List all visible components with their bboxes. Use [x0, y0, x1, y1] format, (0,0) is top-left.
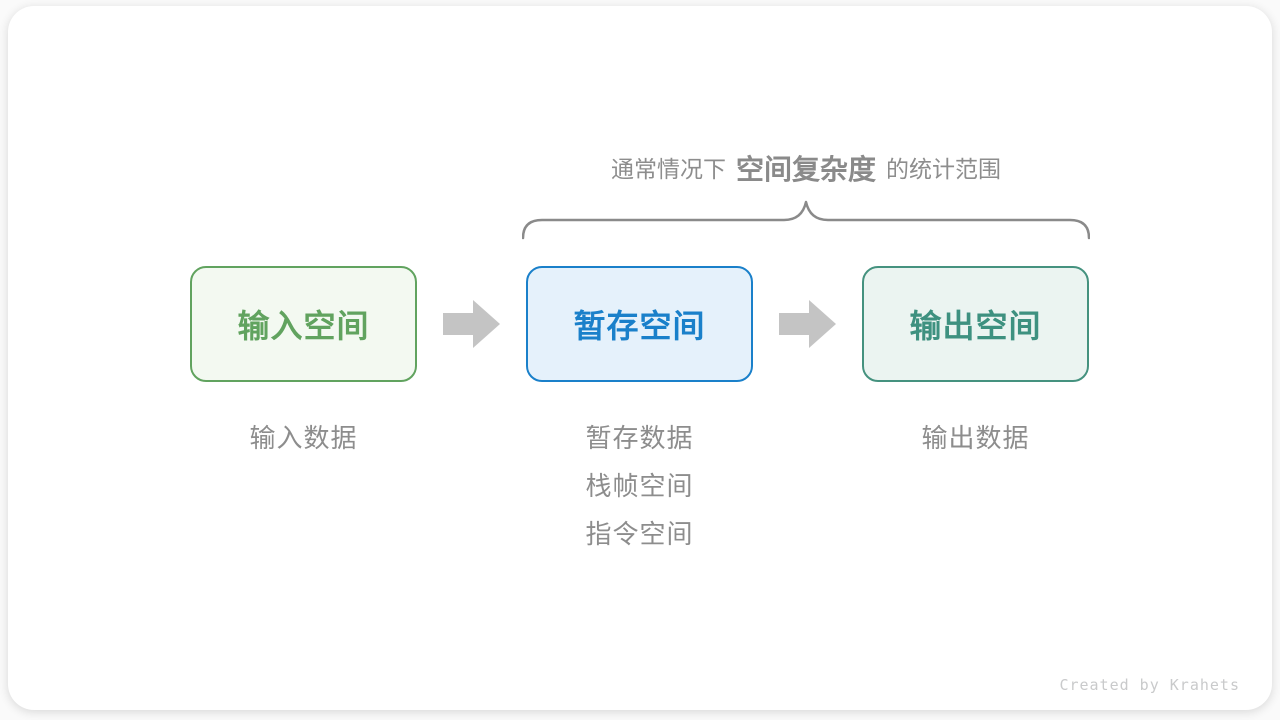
- output-space-box: 输出空间: [862, 266, 1089, 382]
- annotation-line: 指令空间: [585, 519, 694, 549]
- output-space-annotation: 输出数据: [862, 414, 1089, 462]
- diagram-title: 通常情况下空间复杂度的统计范围: [522, 148, 1090, 188]
- annotation-line: 栈帧空间: [585, 471, 694, 501]
- title-suffix: 的统计范围: [886, 156, 1001, 182]
- output-space-label: 输出空间: [909, 308, 1042, 344]
- annotation-line: 输出数据: [921, 423, 1030, 453]
- credit-text: Created by Krahets: [1059, 676, 1240, 694]
- title-highlight: 空间复杂度: [735, 154, 876, 185]
- annotation-line: 暂存数据: [585, 423, 694, 453]
- input-space-annotation: 输入数据: [190, 414, 417, 462]
- input-space-label: 输入空间: [237, 308, 370, 344]
- temporary-space-box: 暂存空间: [526, 266, 753, 382]
- curly-brace: [522, 200, 1090, 240]
- temporary-space-label: 暂存空间: [573, 308, 706, 344]
- title-prefix: 通常情况下: [610, 156, 726, 182]
- right-arrow-icon: [779, 300, 836, 348]
- temporary-space-annotation: 暂存数据 栈帧空间 指令空间: [526, 414, 753, 558]
- annotation-line: 输入数据: [249, 423, 358, 453]
- right-arrow-shape: [779, 300, 836, 348]
- right-arrow-shape: [443, 300, 500, 348]
- right-arrow-icon: [443, 300, 500, 348]
- input-space-box: 输入空间: [190, 266, 417, 382]
- curly-brace-path: [522, 200, 1090, 240]
- diagram-card: 通常情况下空间复杂度的统计范围 输入空间 暂存空间 输出空间 输入数据 暂存数据…: [8, 6, 1272, 710]
